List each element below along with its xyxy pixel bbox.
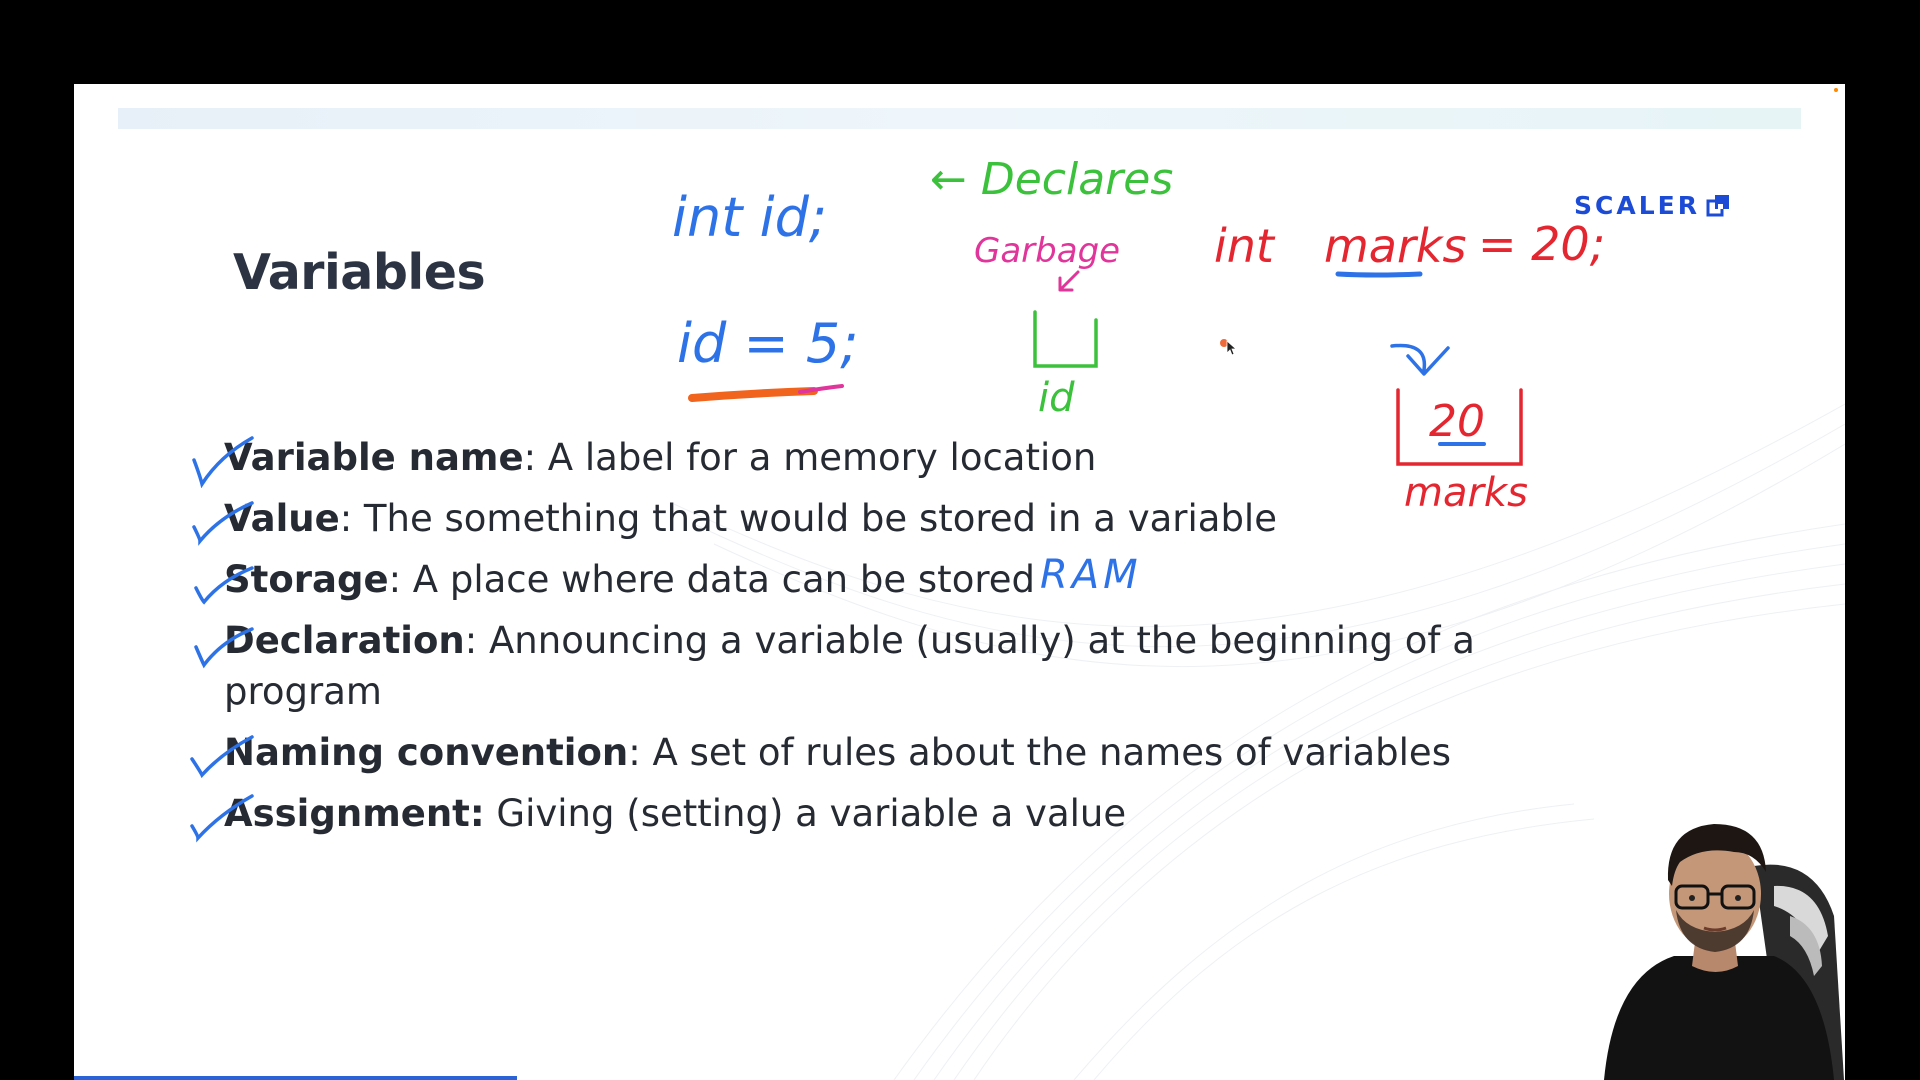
annotation-garbage-label: Garbage: [974, 231, 1120, 271]
term-definition: : A place where data can be stored: [388, 558, 1035, 601]
video-progress-bar[interactable]: [74, 1076, 517, 1080]
annotation-marks-name: marks: [1324, 219, 1467, 273]
assign-underline-orange: [688, 387, 818, 402]
marks-underline: [1335, 271, 1423, 278]
annotation-marks-int: int: [1214, 219, 1276, 273]
term-definition: : The something that would be stored in …: [339, 497, 1277, 540]
term-label: Assignment:: [224, 792, 485, 835]
scaler-logo: SCALER: [1574, 191, 1732, 220]
annotation-id-box-label: id: [1038, 375, 1075, 421]
annotation-declares-label: ← Declares: [930, 154, 1173, 205]
term-definition: : A set of rules about the names of vari…: [628, 731, 1451, 774]
recording-indicator-dot: [1834, 88, 1838, 92]
id-memory-box: [1033, 310, 1098, 368]
assign-underline-pink: [798, 384, 844, 394]
laser-pointer-dot: [1220, 339, 1228, 347]
term-definition: : A label for a memory location: [523, 436, 1097, 479]
curved-down-arrow: [1390, 343, 1450, 376]
handwritten-annotations: int id; ← Declares id = 5; Garbage id in…: [672, 154, 1605, 598]
slide-title: Variables: [233, 244, 486, 301]
slide-header-band: [118, 108, 1801, 129]
list-item-declaration: Declaration: Announcing a variable (usua…: [194, 615, 1554, 717]
annotation-ram-label: RAM: [1040, 552, 1142, 598]
list-item-naming-convention: Naming convention: A set of rules about …: [190, 727, 1554, 779]
term-label: Declaration: [224, 619, 465, 662]
brand-name: SCALER: [1574, 191, 1700, 220]
annotation-assign-statement: id = 5;: [677, 312, 858, 375]
mouse-cursor-icon: [1226, 340, 1238, 356]
presenter-webcam-overlay: [1604, 824, 1844, 1080]
marks-memory-box: [1396, 388, 1523, 466]
annotation-marks-assign: = 20;: [1478, 217, 1605, 271]
garbage-arrow: [1058, 270, 1080, 292]
scaler-logo-icon: [1706, 194, 1729, 216]
term-definition: : Announcing a variable (usually) at the…: [224, 619, 1475, 713]
term-label: Naming convention: [224, 731, 629, 774]
annotation-marks-box-label: marks: [1404, 470, 1528, 516]
list-item-variable-name: Variable name: A label for a memory loca…: [192, 432, 1554, 488]
presentation-slide: Variables SCALER Variable name: A label …: [74, 84, 1845, 1080]
term-label: Variable name: [224, 436, 524, 479]
term-definition: Giving (setting) a variable a value: [484, 792, 1127, 835]
list-item-assignment: Assignment: Giving (setting) a variable …: [190, 788, 1554, 843]
annotation-declare-statement: int id;: [672, 186, 827, 249]
annotation-marks-box-value: 20: [1429, 396, 1485, 447]
definition-list: Variable name: A label for a memory loca…: [190, 432, 1554, 849]
list-item-storage: Storage: A place where data can be store…: [194, 554, 1554, 605]
list-item-value: Value: The something that would be store…: [192, 493, 1554, 546]
